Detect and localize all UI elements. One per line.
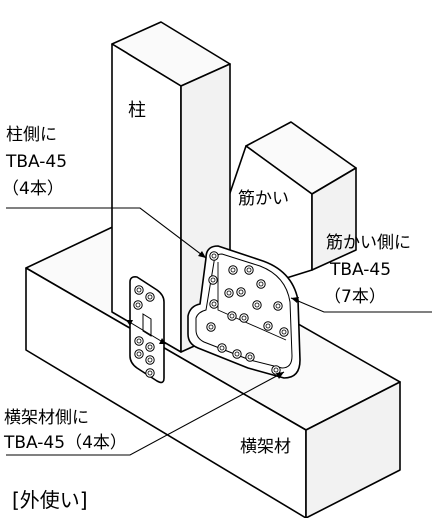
screw-head-icon <box>226 290 232 296</box>
screw-head-icon <box>273 367 279 373</box>
screw-hole-icon <box>209 299 219 309</box>
screw-head-icon <box>211 253 217 259</box>
screw-head-icon <box>219 345 225 351</box>
leader-pillar-arrow-icon <box>198 251 206 258</box>
screw-head-icon <box>238 289 244 295</box>
screw-hole-icon <box>134 285 144 295</box>
pillar <box>111 21 231 353</box>
screw-hole-icon <box>133 300 143 310</box>
screw-head-icon <box>275 303 281 309</box>
arrow-head-left-icon <box>126 320 133 326</box>
screw-head-icon <box>208 324 214 330</box>
screw-hole-icon <box>228 265 238 275</box>
screw-hole-icon <box>227 311 237 321</box>
leader-pillar-side <box>6 207 207 259</box>
brace-right-face <box>311 167 357 271</box>
leader-beam-arrow-icon <box>276 372 284 379</box>
screw-head-icon <box>281 329 287 335</box>
leader-lines <box>6 207 432 456</box>
screw-hole-icon <box>145 368 155 378</box>
brace-side-model: TBA-45 <box>329 260 391 280</box>
screw-hole-icon <box>134 336 144 346</box>
screw-head-icon <box>246 267 252 273</box>
bracket-fold-line <box>217 262 287 341</box>
screw-hole-icon <box>145 355 155 365</box>
pillar-side-title: 柱側に <box>6 125 57 145</box>
brace-side-count: （7本） <box>324 287 386 307</box>
screw-head-icon <box>254 302 260 308</box>
screw-head-icon <box>147 370 153 376</box>
usage-caption: [外使い] <box>12 488 88 512</box>
screw-hole-icon <box>273 301 283 311</box>
arrow-head-right-icon <box>159 338 166 344</box>
screw-hole-icon <box>245 352 255 362</box>
screw-hole-icon <box>252 300 262 310</box>
screw-head-icon <box>147 294 153 300</box>
pillar-label: 柱 <box>128 100 146 121</box>
screw-head-icon <box>230 267 236 273</box>
screw-head-icon <box>210 277 216 283</box>
screw-hole-icon <box>263 321 273 331</box>
screw-hole-icon <box>145 292 155 302</box>
screw-head-icon <box>147 344 153 350</box>
screw-head-icon <box>241 315 247 321</box>
bracket-inner-edge <box>195 253 293 369</box>
beam-end-face <box>305 381 401 518</box>
beam-side-model: TBA-45（4本） <box>3 433 127 453</box>
brace-label: 筋かい <box>238 189 289 209</box>
screw-hole-icon <box>232 349 242 359</box>
screw-hole-icon <box>209 251 219 261</box>
plate-body <box>129 276 165 384</box>
screw-hole-icon <box>134 349 144 359</box>
screw-hole-icon <box>239 313 249 323</box>
screw-hole-icon <box>256 279 266 289</box>
screw-hole-icon <box>271 365 281 375</box>
screw-head-icon <box>135 302 141 308</box>
pillar-side-count: （4本） <box>2 179 64 199</box>
plate-arrow-line <box>125 319 167 345</box>
leader-brace-side <box>290 297 432 313</box>
screw-hole-icon <box>244 265 254 275</box>
leader-beam-side <box>6 371 285 456</box>
screw-head-icon <box>258 281 264 287</box>
screw-hole-icon <box>224 288 234 298</box>
screw-hole-icon <box>236 287 246 297</box>
pillar-side-model: TBA-45 <box>5 152 67 172</box>
leader-brace-arrow-icon <box>291 297 299 303</box>
screw-head-icon <box>229 313 235 319</box>
screw-head-icon <box>234 351 240 357</box>
screw-hole-icon <box>208 275 218 285</box>
screw-hole-icon <box>145 342 155 352</box>
screw-hole-icon <box>217 343 227 353</box>
beam-label: 横架材 <box>240 437 291 457</box>
screw-head-icon <box>211 301 217 307</box>
screw-head-icon <box>136 338 142 344</box>
screw-head-icon <box>136 351 142 357</box>
screw-head-icon <box>247 354 253 360</box>
screw-hole-icon <box>206 322 216 332</box>
screw-head-icon <box>265 323 271 329</box>
beam-side-title: 横架材側に <box>4 408 89 428</box>
plate-slot <box>142 313 152 337</box>
brace-side-title: 筋かい側に <box>326 233 411 253</box>
screw-head-icon <box>136 287 142 293</box>
screw-head-icon <box>147 357 153 363</box>
beam-front-face <box>25 267 307 518</box>
screw-hole-icon <box>279 327 289 337</box>
screw-group <box>133 251 289 378</box>
